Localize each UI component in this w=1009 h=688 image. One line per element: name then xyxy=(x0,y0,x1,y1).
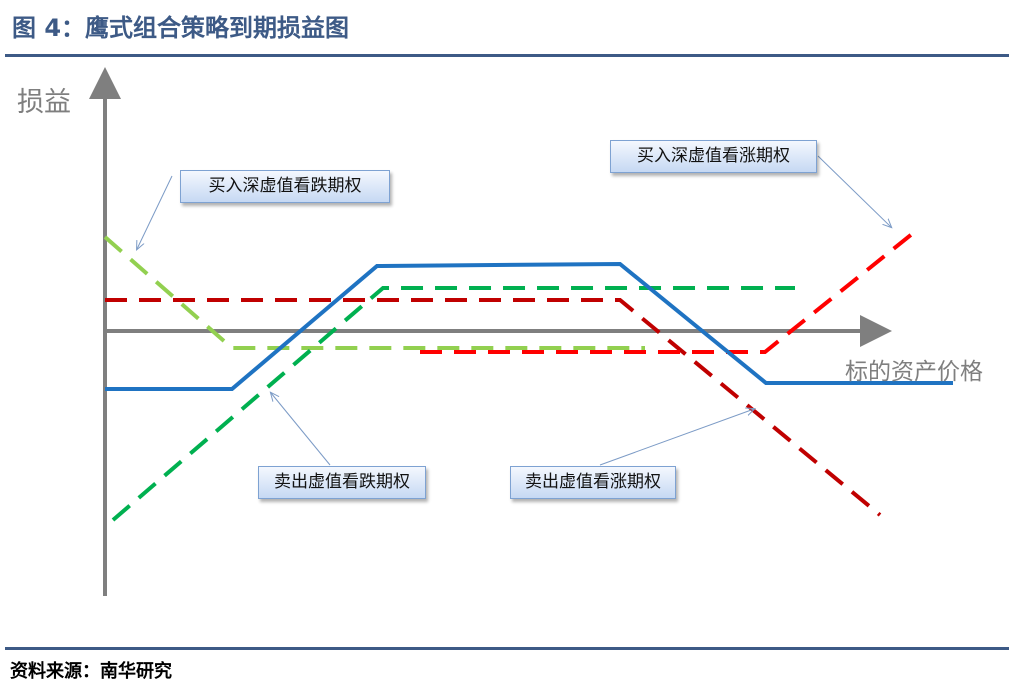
top-rule xyxy=(5,54,1009,57)
callout-arrow xyxy=(599,409,754,466)
source-note: 资料来源：南华研究 xyxy=(10,661,172,682)
label-sell-otm-call: 卖出虚值看涨期权 xyxy=(510,466,676,499)
figure-title: 图 4：鹰式组合策略到期损益图 xyxy=(12,14,350,42)
buy-deep-otm-call-line xyxy=(420,228,919,354)
combined-payoff-line xyxy=(105,261,953,391)
label-sell-otm-put: 卖出虚值看跌期权 xyxy=(258,466,426,499)
x-axis-label: 标的资产价格 xyxy=(845,359,983,385)
y-axis-label: 损益 xyxy=(17,87,71,118)
bottom-rule xyxy=(5,647,1009,650)
sell-otm-call-line xyxy=(105,298,882,517)
callout-arrow xyxy=(137,175,173,249)
label-buy-deep-otm-call: 买入深虚值看涨期权 xyxy=(610,140,817,173)
sell-otm-put-line xyxy=(111,286,795,522)
callout-arrow xyxy=(817,155,891,227)
buy-deep-otm-put-line xyxy=(103,235,645,350)
label-buy-deep-otm-put: 买入深虚值看跌期权 xyxy=(180,170,390,203)
callout-arrow xyxy=(271,393,331,466)
